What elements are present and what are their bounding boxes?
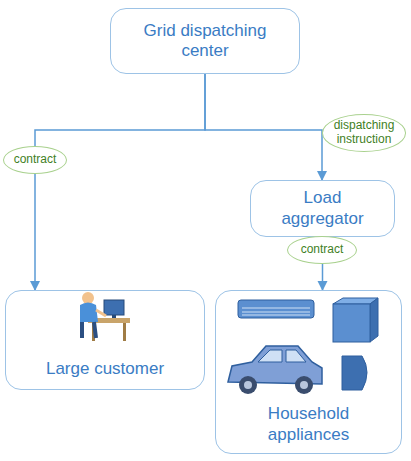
air-conditioner-icon xyxy=(238,300,314,318)
node-text: Household appliances xyxy=(236,404,381,445)
car-icon xyxy=(228,346,322,394)
washer-icon xyxy=(333,298,378,342)
edge-label: contract xyxy=(287,236,357,264)
rounded-box: Grid dispatching center xyxy=(110,8,300,74)
node-text: Grid dispatching center xyxy=(131,21,279,62)
edge-label: contract xyxy=(3,146,67,174)
rounded-box: Large customer xyxy=(5,290,205,390)
edge-label: dispatching instruction xyxy=(322,114,406,152)
node-text: Large customer xyxy=(46,359,164,379)
appliance-icon xyxy=(342,356,367,390)
rounded-box: Load aggregator xyxy=(250,180,395,237)
rounded-box: Household appliances xyxy=(215,290,402,454)
node-text: Load aggregator xyxy=(261,188,384,229)
customer-icon xyxy=(80,292,130,341)
connector xyxy=(35,74,205,290)
connector xyxy=(205,74,322,180)
